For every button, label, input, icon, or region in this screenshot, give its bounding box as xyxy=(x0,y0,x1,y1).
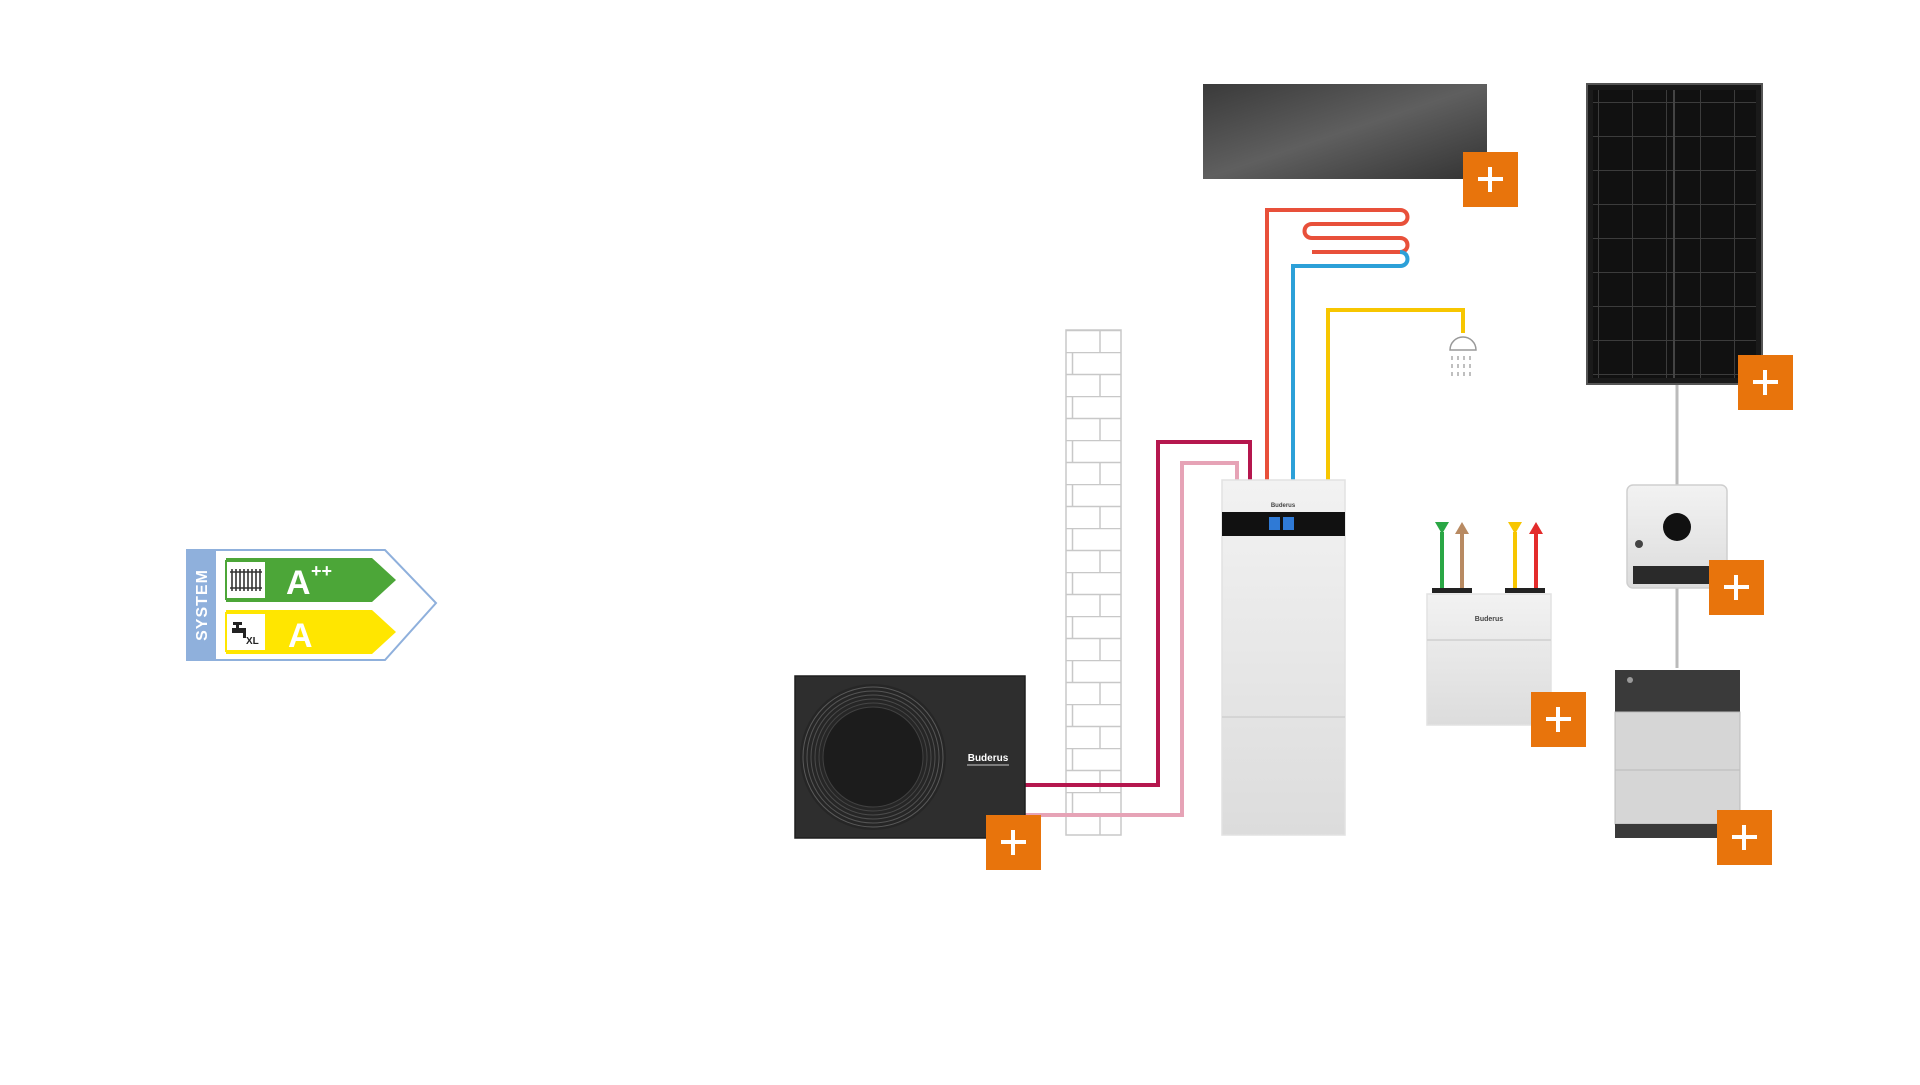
water-class-letter: A xyxy=(288,617,313,655)
outdoor-unit-brand-logo: Buderus xyxy=(968,753,1009,764)
designer-radiator xyxy=(1203,84,1487,179)
radiator-plus-button[interactable] xyxy=(1463,152,1518,207)
ventilation-unit-plus-button[interactable] xyxy=(1531,692,1586,747)
energy-label: SYSTEM A ++ XL A xyxy=(186,549,438,661)
outdoor-unit-plus-button[interactable] xyxy=(986,815,1041,870)
indoor-display-right xyxy=(1283,517,1294,530)
refrigerant-line-hot xyxy=(1021,440,1252,787)
pipework xyxy=(1021,208,1679,817)
heating-class-superscript: ++ xyxy=(311,561,332,581)
solar-panel xyxy=(1586,83,1763,385)
heating-class-letter: A xyxy=(286,564,311,602)
inverter-plus-button[interactable] xyxy=(1709,560,1764,615)
indoor-unit-brand-logo: Buderus xyxy=(1271,503,1296,509)
hot-water-pipe xyxy=(1326,308,1465,480)
energy-label-sidebar xyxy=(187,550,216,660)
refrigerant-line-cold xyxy=(1021,461,1239,817)
outdoor-air-arrow xyxy=(1508,522,1522,534)
water-profile-text: XL xyxy=(246,636,259,647)
heating-flow-pipe xyxy=(1265,208,1410,480)
indoor-unit: Buderus xyxy=(1221,479,1346,836)
heating-class-arrow xyxy=(226,558,396,602)
battery-storage xyxy=(1614,670,1741,838)
house-wall xyxy=(1065,329,1122,836)
water-class-arrow xyxy=(226,610,396,654)
shower-icon xyxy=(1449,336,1477,376)
outdoor-unit: Buderus xyxy=(794,675,1026,839)
inverter-dial xyxy=(1663,513,1691,541)
ventilation-brand-logo: Buderus xyxy=(1475,616,1504,623)
exhaust-air-arrow xyxy=(1529,522,1543,534)
extract-air-arrow xyxy=(1455,522,1469,534)
indoor-display-left xyxy=(1269,517,1280,530)
supply-air-arrow xyxy=(1435,522,1449,534)
ventilation-unit: Buderus xyxy=(1426,522,1552,726)
battery-storage-plus-button[interactable] xyxy=(1717,810,1772,865)
heating-return-pipe xyxy=(1291,250,1410,480)
energy-label-side-text: SYSTEM xyxy=(194,569,211,641)
solar-panel-plus-button[interactable] xyxy=(1738,355,1793,410)
solar-inverter xyxy=(1626,484,1728,589)
